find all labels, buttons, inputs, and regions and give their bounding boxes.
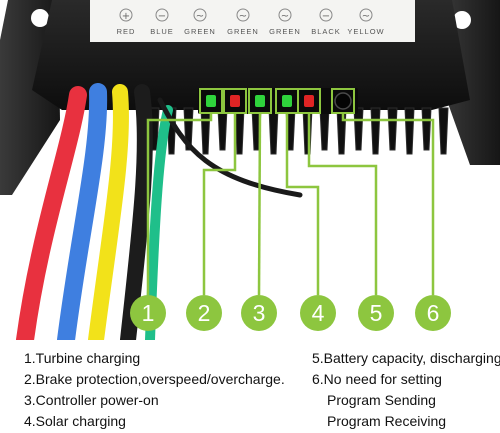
wire-label: GREEN [184,27,216,36]
led-red [230,95,240,107]
controller-illustration: + − ~ ~ ~ − ~ RED BLUE GREEN GREEN GREEN BLACK YELLO… [0,0,500,340]
heatsink-fin [319,107,330,151]
terminal-glyph: ~ [362,11,370,22]
legend-left: 1.Turbine charging 2.Brake protection,ov… [24,348,285,432]
callout-line-3 [257,111,262,296]
heatsink-fin [217,107,228,151]
wire-red [16,86,87,340]
badge-circle [300,295,336,331]
legend-item-6-sending: Program Sending [327,392,436,408]
badge-number-3: 3 [253,300,266,326]
terminal-symbol [119,8,133,22]
wire-label: GREEN [227,27,259,36]
callout-line-5 [307,112,378,295]
led-green [282,95,292,107]
wire-labels: RED BLUE GREEN GREEN GREEN BLACK YELLOW [117,27,384,36]
terminal-symbol [155,8,169,22]
wire-yellow [88,84,129,340]
heatsink-fin [234,107,245,155]
terminal-glyph: + [122,11,130,22]
terminal-glyph: ~ [239,11,247,22]
heatsink-fin [370,107,381,155]
callout-line-2 [202,112,237,295]
led-highlight-box [331,88,355,114]
wire-blue [57,83,108,340]
program-button [334,92,352,110]
badge-number-6: 6 [427,300,440,326]
badge-number-2: 2 [198,300,211,326]
legend-right: 5.Battery capacity, discharging 6.No nee… [312,348,500,432]
legend-item-3: 3.Controller power-on [24,392,159,408]
badge-circle [241,295,277,331]
badge-circle [130,295,166,331]
legend-item-5: 5.Battery capacity, discharging [312,350,500,366]
badge-number-5: 5 [370,300,383,326]
wire-label: GREEN [269,27,301,36]
heatsink-fin [268,107,279,155]
callout-lines [146,111,435,296]
heatsink-fin [200,107,211,155]
indicator-leds [199,88,355,114]
led-red [304,95,314,107]
callout-line-1 [146,112,213,295]
badge-circle [186,295,222,331]
heatsink-fin [404,107,415,155]
legend-item-6-receiving: Program Receiving [327,413,447,429]
led-highlight-box [248,88,272,114]
heatsink-fin [421,107,432,151]
legend-item-6: 6.No need for setting [312,371,442,387]
legend-item-2: 2.Brake protection,overspeed/overcharge. [24,371,285,387]
led-highlight-box [223,88,247,114]
wire-black-lead [157,97,303,198]
badge-number-1: 1 [142,300,155,326]
callout-line-6 [341,112,435,295]
wire-label: BLUE [150,27,174,36]
legend-item-4: 4.Solar charging [24,413,126,429]
wire-black [120,84,153,340]
legend-item-1: 1.Turbine charging [24,350,141,366]
heatsink-fin [302,107,313,155]
right-bracket-hole [453,11,471,29]
terminal-glyph: − [158,11,166,22]
label-panel [90,0,415,42]
terminal-symbol [278,8,292,22]
heatsink-fin [353,107,364,151]
wire-label: BLACK [311,27,341,36]
heatsink-fins [149,107,449,155]
terminal-glyph: − [322,11,330,22]
terminal-glyph: ~ [196,11,204,22]
badge-number-4: 4 [312,300,325,326]
heatsink-fin [336,107,347,155]
led-highlight-box [199,88,223,114]
wire-label: YELLOW [347,27,384,36]
heatsink-fin [387,107,398,151]
led-highlight-box [297,88,321,114]
left-bracket-hole [31,9,49,27]
heatsink-fin [438,107,449,155]
led-green [206,95,216,107]
wire-label: RED [117,27,136,36]
terminal-glyph: ~ [281,11,289,22]
terminal-symbol [193,8,207,22]
terminal-symbol [359,8,373,22]
terminal-symbol [236,8,250,22]
terminal-symbols: + − ~ ~ ~ − ~ [119,8,373,22]
led-green [255,95,265,107]
indicator-window [198,88,358,114]
number-badges: 1 2 3 4 5 6 [130,295,451,331]
badge-circle [358,295,394,331]
badge-circle [415,295,451,331]
terminal-symbol [319,8,333,22]
callout-line-4 [285,112,320,295]
